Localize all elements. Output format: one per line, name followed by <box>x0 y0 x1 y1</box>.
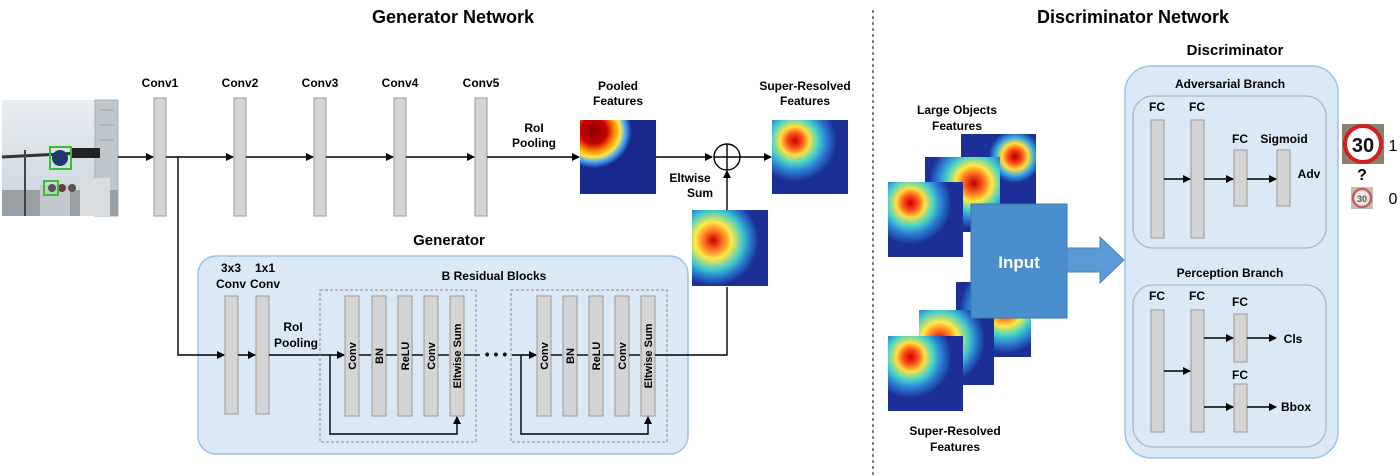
blockb-relu: ReLU <box>591 342 603 371</box>
per-fc3-label: FC <box>1232 295 1248 309</box>
generator-network-title: Generator Network <box>372 7 535 27</box>
adv-output-label: Adv <box>1298 167 1321 181</box>
conv3x3-label-1: 3x3 <box>221 261 241 275</box>
conv3x3-label-2: Conv <box>216 277 246 291</box>
cls-output-label: Cls <box>1284 332 1303 346</box>
conv1-label: Conv1 <box>142 76 179 90</box>
roi-pooling-top-label-1: RoI <box>524 121 543 135</box>
sr-features-label-2: Features <box>780 94 830 108</box>
output-real-label: 1 <box>1389 138 1398 155</box>
arrow-conv1-generator <box>177 157 225 359</box>
fake-sign-icon: 30 <box>1351 187 1373 209</box>
blockb-conv-a: Conv <box>539 341 551 369</box>
sr-features-label-1: Super-Resolved <box>759 79 850 93</box>
bbox-output-label: Bbox <box>1281 400 1311 414</box>
eltwise-sum-label-1: Eltwise <box>669 171 711 185</box>
roi-pooling-gen-label-1: RoI <box>283 320 302 334</box>
conv1x1-layer <box>255 295 270 415</box>
blockb-bn: BN <box>565 348 577 364</box>
pooled-features-heatmap <box>580 120 656 194</box>
pooled-features-label-2: Features <box>593 94 643 108</box>
adv-fc2-label: FC <box>1189 100 1205 114</box>
output-fake-label: 0 <box>1389 191 1398 208</box>
residual-block-b: Conv BN ReLU Conv Eltwise Sum <box>510 289 668 443</box>
conv2-layer <box>233 97 247 217</box>
real-sign-icon: 30 <box>1342 124 1384 164</box>
real-sign-text: 30 <box>1352 135 1374 157</box>
input-photo <box>1 99 119 217</box>
conv3x3-layer <box>224 295 239 415</box>
roi-pooling-top-label-2: Pooling <box>512 136 556 150</box>
conv4-label: Conv4 <box>382 76 419 90</box>
conv3-label: Conv3 <box>302 76 339 90</box>
discriminator-network-title: Discriminator Network <box>1037 7 1230 27</box>
per-fc1-label: FC <box>1149 289 1165 303</box>
adv-fc1-label: FC <box>1149 100 1165 114</box>
sr-stack-label-1: Super-Resolved <box>909 424 1000 438</box>
large-objects-stack <box>888 134 1036 257</box>
conv5-layer <box>474 97 488 217</box>
conv3-layer <box>313 97 327 217</box>
large-objects-label-2: Features <box>932 119 982 133</box>
per-fc4-label: FC <box>1232 368 1248 382</box>
residual-blocks-title: B Residual Blocks <box>442 269 547 283</box>
sigmoid-label: Sigmoid <box>1260 132 1307 146</box>
residual-block-1: Conv BN ReLU Conv Eltwise Sum <box>319 289 477 443</box>
input-label: Input <box>998 253 1040 272</box>
large-objects-label-1: Large Objects <box>917 103 997 117</box>
input-to-discriminator-arrow <box>1066 235 1125 285</box>
block1-conv-b: Conv <box>426 341 438 369</box>
pooled-features-label-1: Pooled <box>598 79 638 93</box>
fake-sign-text: 30 <box>1357 194 1367 204</box>
conv2-label: Conv2 <box>222 76 259 90</box>
adv-fc3-label: FC <box>1232 132 1248 146</box>
residual-heatmap <box>692 210 768 286</box>
eltwise-sum-label-2: Sum <box>687 186 713 200</box>
adversarial-branch-title: Adversarial Branch <box>1175 77 1285 91</box>
arrow-generator-residual <box>655 287 728 356</box>
perception-branch: FC FC FC FC Cls Bbox <box>1132 284 1327 448</box>
perception-branch-title: Perception Branch <box>1177 266 1284 280</box>
adversarial-branch: FC FC FC Sigmoid Adv <box>1132 95 1327 249</box>
conv1x1-label-1: 1x1 <box>255 261 275 275</box>
conv1-layer <box>153 97 167 217</box>
eltwise-sum-node <box>713 143 741 171</box>
conv5-label: Conv5 <box>463 76 500 90</box>
generator-title: Generator <box>413 232 485 249</box>
roi-pooling-gen-label-2: Pooling <box>274 336 318 350</box>
output-question: ? <box>1357 167 1367 184</box>
blocks-ellipsis: • • • <box>485 346 508 362</box>
blockb-eltwise: Eltwise Sum <box>643 323 655 388</box>
blockb-conv-b: Conv <box>617 341 629 369</box>
conv-chain: Conv1 Conv2 Conv3 Conv4 Conv5 RoI Poolin… <box>118 76 580 217</box>
block1-eltwise: Eltwise Sum <box>452 323 464 388</box>
conv1x1-label-2: Conv <box>250 277 280 291</box>
sr-stack-label-2: Features <box>930 440 980 454</box>
block1-relu: ReLU <box>400 342 412 371</box>
block1-conv-a: Conv <box>347 341 359 369</box>
discriminator-title: Discriminator <box>1187 42 1284 59</box>
per-fc2-label: FC <box>1189 289 1205 303</box>
sr-features-heatmap <box>772 120 848 194</box>
conv4-layer <box>393 97 407 217</box>
block1-bn: BN <box>374 348 386 364</box>
